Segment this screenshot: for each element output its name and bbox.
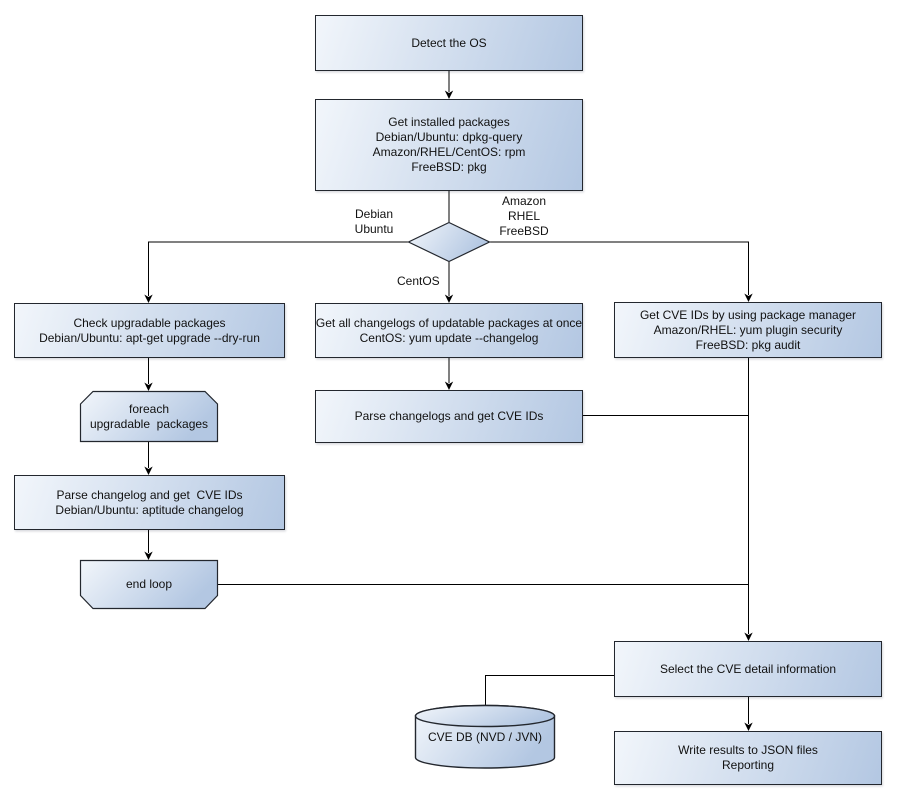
arrowhead [144, 466, 153, 475]
arrowhead [444, 381, 454, 390]
end-loop-shape [79, 559, 219, 610]
node-detect-os: Detect the OS [315, 15, 583, 71]
arrowhead [744, 722, 753, 731]
node-parse-changelog-debian-label: Parse changelog and get CVE IDs Debian/U… [55, 487, 244, 517]
node-detect-os-label: Detect the OS [411, 35, 487, 50]
node-get-all-changelogs: Get all changelogs of updatable packages… [315, 303, 583, 358]
edge-decision-to-check-upgradable [148, 241, 409, 296]
node-write-results-label: Write results to JSON files Reporting [678, 743, 818, 772]
os-decision-diamond [407, 221, 491, 263]
arrowhead [144, 294, 153, 303]
edge-label-debian-ubuntu: Debian Ubuntu [355, 207, 394, 237]
edge-label-debian-ubuntu-text: Debian Ubuntu [354, 207, 394, 236]
edge-decision-to-get-cve-ids [489, 241, 749, 295]
edge-label-centos: CentOS [397, 274, 440, 289]
edge-label-amazon-rhel-freebsd: Amazon RHEL FreeBSD [499, 194, 548, 239]
node-parse-changelog-debian: Parse changelog and get CVE IDs Debian/U… [14, 475, 285, 530]
cve-db-cylinder [414, 704, 556, 769]
edge-label-amazon-rhel-freebsd-text: Amazon RHEL FreeBSD [499, 194, 549, 238]
node-get-installed-packages: Get installed packages Debian/Ubuntu: dp… [315, 99, 583, 191]
node-write-results: Write results to JSON files Reporting [614, 731, 882, 785]
arrowhead [444, 294, 454, 303]
cylinder-top [414, 704, 556, 728]
arrowheads [144, 90, 753, 731]
arrowhead [744, 632, 753, 641]
arrowhead [144, 551, 153, 560]
edge-cvedb-to-select [485, 675, 614, 705]
node-get-installed-packages-label: Get installed packages Debian/Ubuntu: dp… [372, 115, 526, 174]
node-parse-changelogs-centos-label: Parse changelogs and get CVE IDs [354, 409, 544, 423]
arrowhead [744, 293, 753, 302]
node-select-cve-detail-label: Select the CVE detail information [659, 661, 837, 676]
node-get-cve-ids-pkg-manager: Get CVE IDs by using package manager Ama… [614, 302, 882, 358]
node-get-all-changelogs-label: Get all changelogs of updatable packages… [315, 315, 583, 345]
node-check-upgradable: Check upgradable packages Debian/Ubuntu:… [14, 303, 285, 358]
node-select-cve-detail: Select the CVE detail information [614, 641, 882, 697]
edge-label-centos-text: CentOS [397, 274, 440, 288]
foreach-loop-shape [79, 390, 219, 443]
node-check-upgradable-label: Check upgradable packages Debian/Ubuntu:… [39, 315, 260, 345]
arrowhead [144, 382, 153, 391]
connector-lines [148, 71, 749, 724]
arrowhead [444, 90, 454, 99]
node-parse-changelogs-centos: Parse changelogs and get CVE IDs [315, 390, 583, 443]
node-get-cve-ids-pkg-manager-label: Get CVE IDs by using package manager Ama… [639, 307, 857, 352]
